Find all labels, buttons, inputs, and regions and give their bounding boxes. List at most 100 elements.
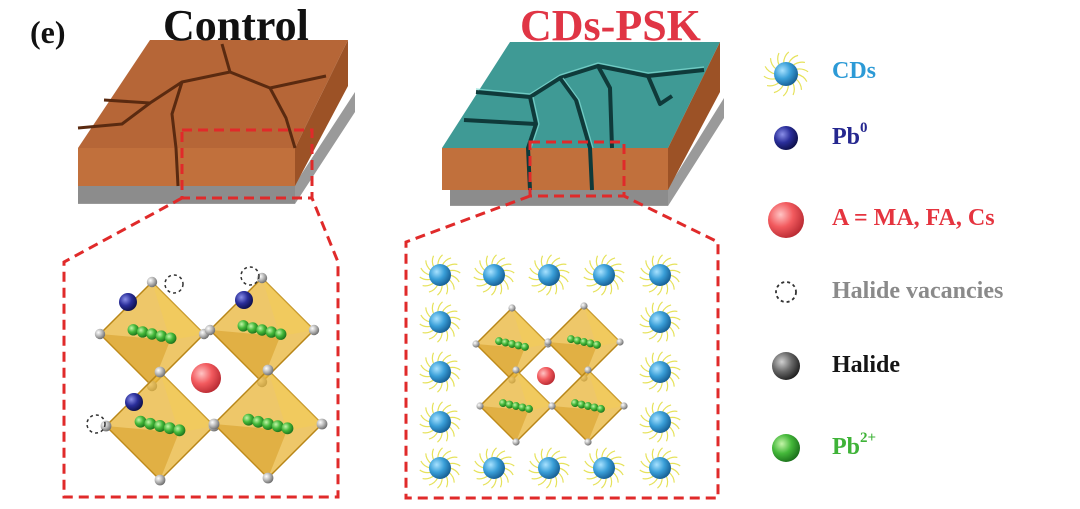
carbon-dot xyxy=(473,254,515,296)
cds-psk-film-side xyxy=(668,42,720,190)
pb2-sphere xyxy=(144,417,157,430)
halide-sphere xyxy=(512,438,520,446)
carbon-dot-icon xyxy=(763,51,809,97)
pb0-sphere-icon xyxy=(774,126,798,150)
pb2-sphere xyxy=(173,424,186,437)
control-film-front xyxy=(78,148,295,186)
octahedron xyxy=(548,366,628,446)
carbon-dot xyxy=(419,447,461,489)
halide-sphere xyxy=(512,366,520,374)
pb2-sphere xyxy=(567,335,575,344)
cds-psk-film xyxy=(404,42,724,500)
control-film-top xyxy=(78,40,348,148)
carbon-dot xyxy=(639,351,681,393)
pb2-sphere xyxy=(580,338,588,346)
legend-label-pb0: Pb0 xyxy=(832,120,868,150)
halide-sphere xyxy=(146,276,158,288)
cds-psk-film-front xyxy=(442,148,668,190)
carbon-dot xyxy=(528,254,570,296)
halide-sphere xyxy=(154,366,166,378)
control-grain-boundaries xyxy=(77,43,327,187)
pb0-sphere xyxy=(125,393,143,411)
pb2-sphere xyxy=(242,413,255,426)
halide-vacancy xyxy=(86,414,106,434)
pb2-sphere xyxy=(499,399,508,408)
pb2-sphere xyxy=(495,337,504,346)
pb2-sphere xyxy=(577,400,586,409)
halide-sphere xyxy=(476,402,484,410)
pb2-sphere xyxy=(262,418,274,430)
pb2-sphere xyxy=(514,341,523,350)
halide-sphere xyxy=(316,418,328,430)
carbon-dot xyxy=(639,447,681,489)
halide-sphere xyxy=(262,364,274,376)
halide-sphere xyxy=(584,366,592,374)
pb2-sphere xyxy=(508,340,516,348)
pb2-sphere xyxy=(521,342,529,351)
pb2-sphere xyxy=(593,340,601,349)
control-film xyxy=(62,40,355,499)
control-zoom-box xyxy=(180,128,314,200)
carbon-dot xyxy=(419,401,461,443)
pb2-sphere xyxy=(154,420,166,432)
carbon-dot xyxy=(763,51,809,97)
pb2-sphere xyxy=(597,404,605,413)
carbon-dot xyxy=(473,447,515,489)
halide-sphere xyxy=(548,402,556,410)
octahedron xyxy=(204,272,320,388)
pb2-sphere xyxy=(586,339,595,348)
a-cation-sphere xyxy=(191,363,221,393)
carbon-dot xyxy=(419,351,461,393)
legend-label-a-cation: A = MA, FA, Cs xyxy=(832,205,995,231)
pb2-sphere xyxy=(265,326,278,338)
legend-label-halide-vacancies: Halide vacancies xyxy=(832,278,1004,304)
pb2-sphere xyxy=(165,332,177,344)
pb0-sphere xyxy=(235,291,253,309)
halide-sphere xyxy=(154,474,166,486)
pb2-sphere xyxy=(501,338,510,347)
legend-label-halide: Halide xyxy=(832,352,901,378)
carbon-dot xyxy=(528,447,570,489)
a-cation-sphere xyxy=(537,367,555,385)
carbon-dot xyxy=(639,401,681,443)
octahedron xyxy=(544,302,624,382)
halide-sphere xyxy=(620,402,628,410)
carbon-dot xyxy=(583,254,625,296)
legend-label-pb2: Pb2+ xyxy=(832,430,877,460)
pb2-sphere xyxy=(146,328,158,340)
halide-sphere-icon xyxy=(772,352,800,380)
carbon-dot xyxy=(419,254,461,296)
halide-sphere xyxy=(508,304,516,312)
pb2-sphere xyxy=(518,403,527,412)
legend xyxy=(763,51,809,462)
panel-label: (e) xyxy=(30,14,66,50)
pb0-sphere xyxy=(119,293,137,311)
pb2-sphere xyxy=(571,399,579,408)
legend-label-cds: CDs xyxy=(832,58,877,84)
pb2-sphere xyxy=(155,330,168,342)
pb2-sphere xyxy=(237,320,249,332)
pb2-sphere-icon xyxy=(772,434,800,462)
halide-sphere xyxy=(94,328,106,340)
halide-vacancy-icon xyxy=(775,281,797,303)
pb2-sphere xyxy=(512,402,520,410)
pb2-sphere xyxy=(590,403,599,412)
halide-sphere xyxy=(472,340,480,348)
pb2-sphere xyxy=(163,422,176,435)
pb2-sphere xyxy=(134,415,147,428)
cds-psk-zoom-outline xyxy=(404,194,720,500)
halide-sphere xyxy=(208,418,220,430)
halide-sphere xyxy=(308,324,320,336)
halide-vacancy xyxy=(240,266,260,286)
halide-vacancy xyxy=(164,274,184,294)
pb2-sphere xyxy=(127,324,139,336)
cds-psk-grain-boundaries xyxy=(463,64,705,191)
pb2-sphere xyxy=(573,336,582,345)
carbon-dots-ring xyxy=(419,254,681,489)
pb2-sphere xyxy=(136,326,149,338)
pb2-sphere xyxy=(505,400,514,409)
octahedron xyxy=(476,366,556,446)
cds-psk-perovskite-lattice xyxy=(472,302,628,446)
